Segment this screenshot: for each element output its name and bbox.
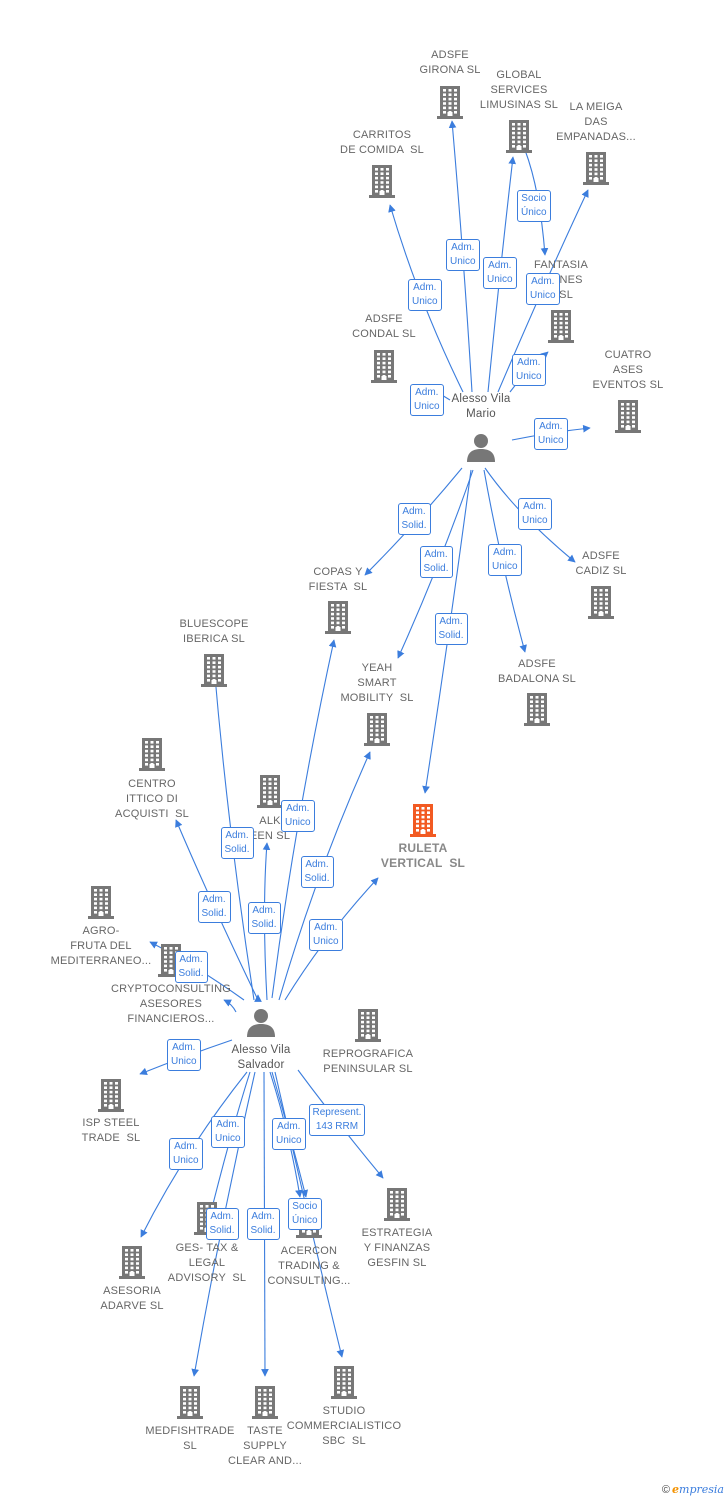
company-label[interactable]: ALK EEN SL xyxy=(249,815,291,842)
relation-badge[interactable]: Socio Único xyxy=(288,1198,322,1230)
relation-badge[interactable]: Adm. Solid. xyxy=(220,827,254,859)
relation-badge[interactable]: Adm. Unico xyxy=(518,498,552,530)
relation-badge[interactable]: Adm. Solid. xyxy=(419,546,453,578)
building-icon[interactable] xyxy=(384,1187,410,1226)
company-label[interactable]: CUATRO ASES EVENTOS SL xyxy=(592,349,664,391)
building-icon[interactable] xyxy=(257,774,283,813)
relation-badge[interactable]: Adm. Unico xyxy=(281,800,315,832)
company-label[interactable]: ASESORIA ADARVE SL xyxy=(100,1285,164,1312)
building-icon[interactable] xyxy=(615,399,641,438)
building-icon[interactable] xyxy=(355,1008,381,1047)
building-icon[interactable] xyxy=(524,692,550,731)
relation-badge[interactable]: Adm. Unico xyxy=(483,257,517,289)
building-icon[interactable] xyxy=(201,653,227,692)
relation-edge xyxy=(223,999,237,1013)
copyright-symbol: © xyxy=(661,1484,671,1496)
company-label[interactable]: RULETA VERTICAL SL xyxy=(380,841,466,870)
building-icon[interactable] xyxy=(331,1365,357,1404)
relation-badge[interactable]: Adm. Solid. xyxy=(300,856,334,888)
relation-badge[interactable]: Adm. Solid. xyxy=(247,902,281,934)
company-label[interactable]: CRYPTOCONSULTING ASESORES FINANCIEROS... xyxy=(111,983,231,1025)
relation-badge[interactable]: Adm. Solid. xyxy=(205,1208,239,1240)
person-label[interactable]: Alesso Vila Mario xyxy=(451,393,511,420)
company-label[interactable]: MEDFISHTRADE SL xyxy=(145,1425,235,1452)
person-icon[interactable] xyxy=(246,1007,276,1042)
company-label[interactable]: ESTRATEGIA Y FINANZAS GESFIN SL xyxy=(361,1227,433,1269)
building-icon[interactable] xyxy=(588,585,614,624)
relation-badge[interactable]: Adm. Unico xyxy=(169,1138,203,1170)
empresia-logo: empresia xyxy=(672,1483,724,1496)
building-icon[interactable] xyxy=(371,349,397,388)
relation-badge[interactable]: Adm. Solid. xyxy=(246,1208,280,1240)
relation-badge[interactable]: Adm. Unico xyxy=(309,919,343,951)
relation-badge[interactable]: Adm. Solid. xyxy=(434,613,468,645)
building-icon[interactable] xyxy=(369,164,395,203)
footer-credit[interactable]: ©empresia xyxy=(662,1483,724,1496)
person-label[interactable]: Alesso Vila Salvador xyxy=(231,1044,291,1071)
building-icon[interactable] xyxy=(252,1385,278,1424)
company-label[interactable]: ADSFE CADIZ SL xyxy=(575,550,627,577)
relation-badge[interactable]: Adm. Solid. xyxy=(174,951,208,983)
relation-badge[interactable]: Adm. Unico xyxy=(410,384,444,416)
building-icon[interactable] xyxy=(364,712,390,751)
relation-badge[interactable]: Socio Único xyxy=(517,190,551,222)
building-icon[interactable] xyxy=(119,1245,145,1284)
company-label[interactable]: REPROGRAFICA PENINSULAR SL xyxy=(322,1048,414,1075)
relation-badge[interactable]: Represent. 143 RRM xyxy=(308,1104,366,1136)
relation-badge[interactable]: Adm. Solid. xyxy=(397,503,431,535)
relation-badge[interactable]: Adm. Unico xyxy=(512,354,546,386)
building-icon[interactable] xyxy=(583,151,609,190)
company-label[interactable]: CARRITOS DE COMIDA SL xyxy=(340,129,424,156)
relation-badge[interactable]: Adm. Solid. xyxy=(197,891,231,923)
company-label[interactable]: ISP STEEL TRADE SL xyxy=(81,1117,141,1144)
building-icon[interactable] xyxy=(98,1078,124,1117)
relation-badge[interactable]: Adm. Unico xyxy=(272,1118,306,1150)
company-label[interactable]: BLUESCOPE IBERICA SL xyxy=(179,618,249,645)
relation-badge[interactable]: Adm. Unico xyxy=(534,418,568,450)
building-icon[interactable] xyxy=(139,737,165,776)
person-icon[interactable] xyxy=(466,432,496,467)
company-label[interactable]: ADSFE GIRONA SL xyxy=(419,49,481,76)
company-label[interactable]: CENTRO ITTICO DI ACQUISTI SL xyxy=(115,778,189,820)
building-icon[interactable] xyxy=(548,309,574,348)
company-label[interactable]: GLOBAL SERVICES LIMUSINAS SL xyxy=(479,69,559,111)
company-label[interactable]: TASTE SUPPLY CLEAR AND... xyxy=(228,1425,302,1467)
company-label[interactable]: ADSFE BADALONA SL xyxy=(497,658,577,685)
company-label[interactable]: AGRO- FRUTA DEL MEDITERRANEO... xyxy=(50,925,152,967)
company-label[interactable]: ADSFE CONDAL SL xyxy=(352,313,416,340)
building-icon[interactable] xyxy=(177,1385,203,1424)
building-icon[interactable] xyxy=(325,600,351,639)
relation-badge[interactable]: Adm. Unico xyxy=(526,273,560,305)
building-icon[interactable] xyxy=(88,885,114,924)
company-label[interactable]: COPAS Y FIESTA SL xyxy=(308,566,368,593)
company-label[interactable]: YEAH SMART MOBILITY SL xyxy=(340,662,414,704)
relation-badge[interactable]: Adm. Unico xyxy=(408,279,442,311)
company-label[interactable]: STUDIO COMMERCIALISTICO SBC SL xyxy=(286,1405,402,1447)
building-icon[interactable] xyxy=(506,119,532,158)
building-icon[interactable] xyxy=(410,803,436,842)
relation-badge[interactable]: Adm. Unico xyxy=(488,544,522,576)
company-label[interactable]: ACERCON TRADING & CONSULTING... xyxy=(267,1245,351,1287)
relation-badge[interactable]: Adm. Unico xyxy=(211,1116,245,1148)
company-label[interactable]: LA MEIGA DAS EMPANADAS... xyxy=(556,101,636,143)
building-icon[interactable] xyxy=(437,85,463,124)
relation-badge[interactable]: Adm. Unico xyxy=(446,239,480,271)
company-label[interactable]: GES- TAX & LEGAL ADVISORY SL xyxy=(167,1242,247,1284)
relation-badge[interactable]: Adm. Unico xyxy=(167,1039,201,1071)
